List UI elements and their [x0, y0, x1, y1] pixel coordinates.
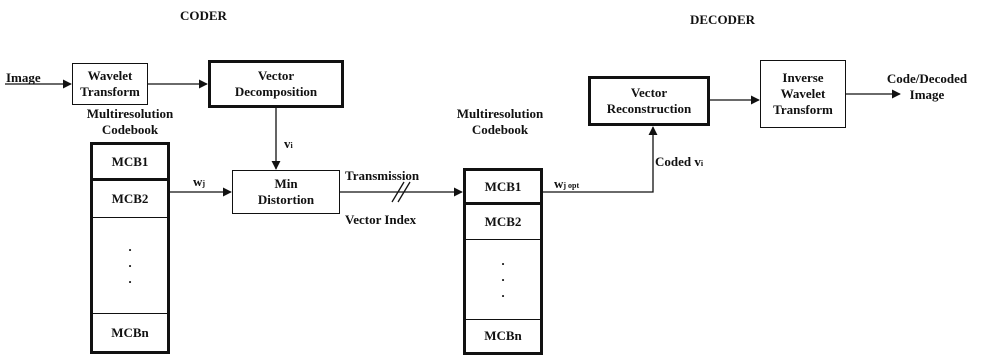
transmission-label: Transmission [345, 168, 420, 183]
input-image-label: Image [6, 70, 41, 85]
decoder-title: DECODER [690, 12, 756, 27]
coder-codebook: MCB1 MCB2 · · · MCBn [90, 142, 170, 354]
signal-wj-opt-label: wj opt [554, 176, 580, 191]
transmission-break-1 [391, 181, 405, 203]
coder-codebook-entry: MCB2 [93, 181, 167, 218]
decoder-codebook-title: Multiresolution Codebook [456, 106, 544, 137]
transmission-break-2 [397, 181, 411, 203]
coder-title: CODER [180, 8, 227, 23]
coder-codebook-entry: MCB1 [93, 145, 167, 181]
signal-wj-label: wj [193, 174, 206, 189]
vector-index-label: Vector Index [345, 212, 417, 227]
coded-vi-label: Coded vi [655, 154, 704, 169]
arrow-codebook-to-reconstruction [543, 126, 658, 193]
decoder-codebook-entry: MCBn [484, 328, 522, 343]
decoder-codebook-entry: MCB1 [466, 171, 540, 205]
signal-vi-label: vi [284, 136, 293, 151]
coder-codebook-ellipsis: · · · [93, 218, 167, 314]
coder-codebook-title: Multiresolution Codebook [86, 106, 174, 137]
coder-codebook-entry: MCBn [111, 324, 149, 340]
decoder-codebook-ellipsis: · · · [466, 240, 540, 320]
decoder-codebook-entry: MCB2 [466, 205, 540, 240]
decoder-codebook: MCB1 MCB2 · · · MCBn [463, 168, 543, 355]
output-image-label: Code/Decoded Image [886, 71, 968, 102]
